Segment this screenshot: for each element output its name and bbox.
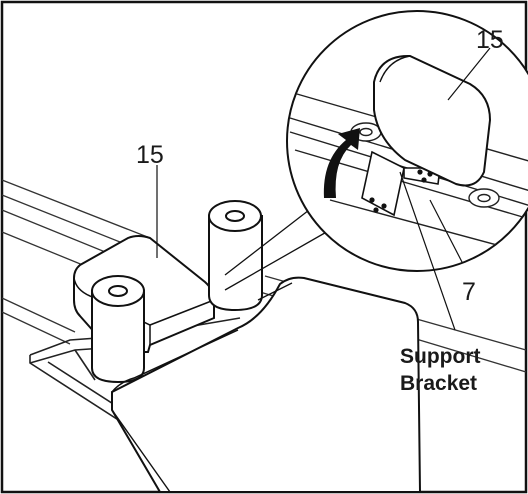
- callout-frame-number: 7: [462, 278, 476, 306]
- magnifier-leader: [224, 199, 331, 291]
- seat-pad-detail: [373, 54, 492, 187]
- shoulder-block-front: [91, 275, 145, 384]
- support-bracket-label-line1: Support: [400, 345, 480, 368]
- carriage-cushion: [111, 276, 422, 493]
- frame-rail-left: [1, 179, 151, 345]
- shoulder-block-rear: [208, 200, 263, 312]
- support-bracket-label-line2: Bracket: [400, 372, 477, 395]
- callout-seat-detail-number: 15: [476, 26, 504, 54]
- rotate-arrow-icon: [323, 128, 360, 198]
- callout-seat-number: 15: [136, 141, 164, 169]
- callout-leaders: [156, 47, 491, 331]
